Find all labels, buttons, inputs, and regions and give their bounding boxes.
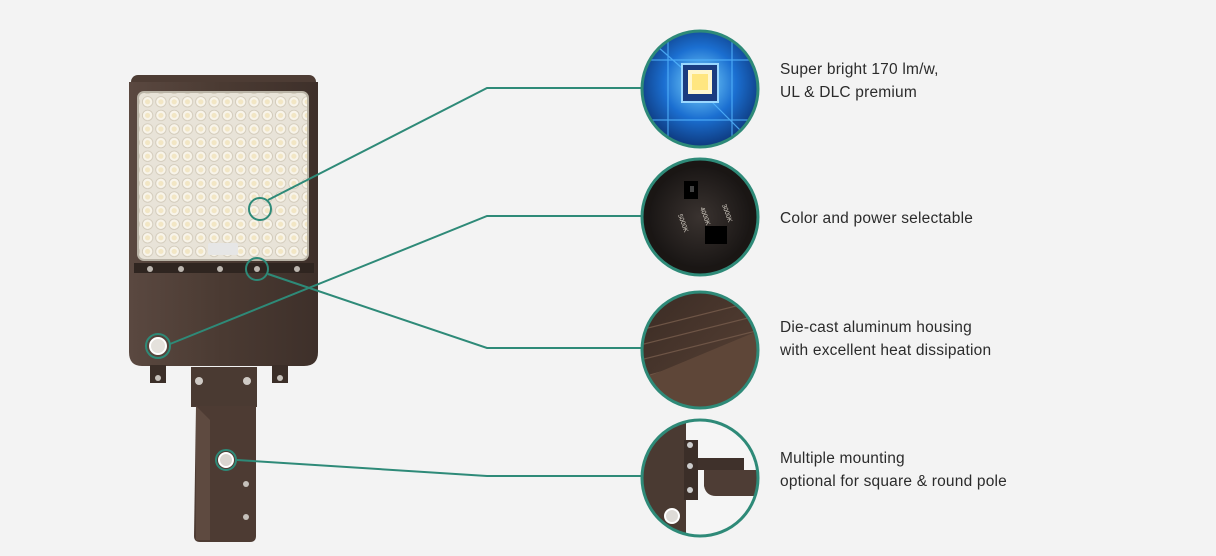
feature-1-line-1: Super bright 170 lm/w, xyxy=(780,61,939,78)
feature-text-4: Multiple mounting optional for square & … xyxy=(780,447,1007,493)
mounting-bracket-closeup-icon xyxy=(640,418,760,538)
feature-text-2: Color and power selectable xyxy=(780,207,973,230)
led-panel xyxy=(137,91,309,261)
hinge-left xyxy=(150,365,166,383)
hinge-right xyxy=(272,365,288,383)
vent-strip xyxy=(134,263,314,273)
feature-2-line-1: Color and power selectable xyxy=(780,210,974,227)
photocell-sensor xyxy=(149,337,167,355)
vent-screws xyxy=(147,266,300,272)
callout-line-2 xyxy=(169,215,642,345)
callout-line-3 xyxy=(267,273,642,349)
callout-markers xyxy=(145,197,272,471)
callout-lines xyxy=(169,87,642,477)
led-panel-label xyxy=(208,243,238,255)
housing-fins-closeup-icon xyxy=(640,290,760,410)
feature-3-line-2: with excellent heat dissipation xyxy=(780,342,992,359)
street-light-fixture xyxy=(129,75,318,542)
callout-line-1 xyxy=(267,87,642,201)
feature-4-line-1: Multiple mounting xyxy=(780,450,905,467)
callout-line-4 xyxy=(236,459,642,477)
mount-block xyxy=(191,367,257,407)
feature-text-3: Die-cast aluminum housing with excellent… xyxy=(780,316,991,362)
led-chip-closeup-icon xyxy=(640,29,760,149)
feature-text-1: Super bright 170 lm/w, UL & DLC premium xyxy=(780,58,939,104)
feature-3-line-1: Die-cast aluminum housing xyxy=(780,319,972,336)
cct-selector-switch-closeup-icon: 3000K 4000K 5000K xyxy=(640,157,760,277)
feature-4-line-2: optional for square & round pole xyxy=(780,473,1007,490)
feature-1-line-2: UL & DLC premium xyxy=(780,84,917,101)
